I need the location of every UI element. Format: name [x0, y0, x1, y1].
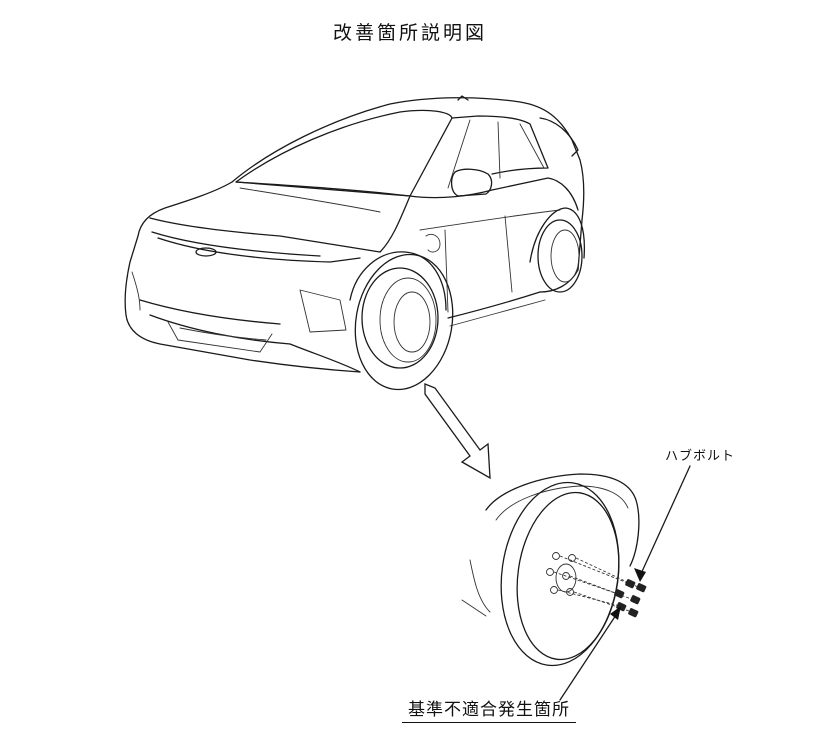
- wheel-detail-illustration: [461, 473, 647, 667]
- nonconformity-leader: [559, 606, 621, 701]
- nonconformity-location-label: 基準不適合発生箇所: [402, 695, 576, 723]
- hub-bolts-extracted: [614, 579, 647, 618]
- hub-bolt-label: ハブボルト: [665, 449, 736, 464]
- pointer-arrow-icon: [424, 383, 491, 480]
- highlight-circle: [354, 253, 454, 391]
- page-title: 改善箇所説明図: [332, 22, 487, 44]
- car-illustration: [124, 95, 586, 373]
- hub-bolt-leader: [634, 465, 691, 582]
